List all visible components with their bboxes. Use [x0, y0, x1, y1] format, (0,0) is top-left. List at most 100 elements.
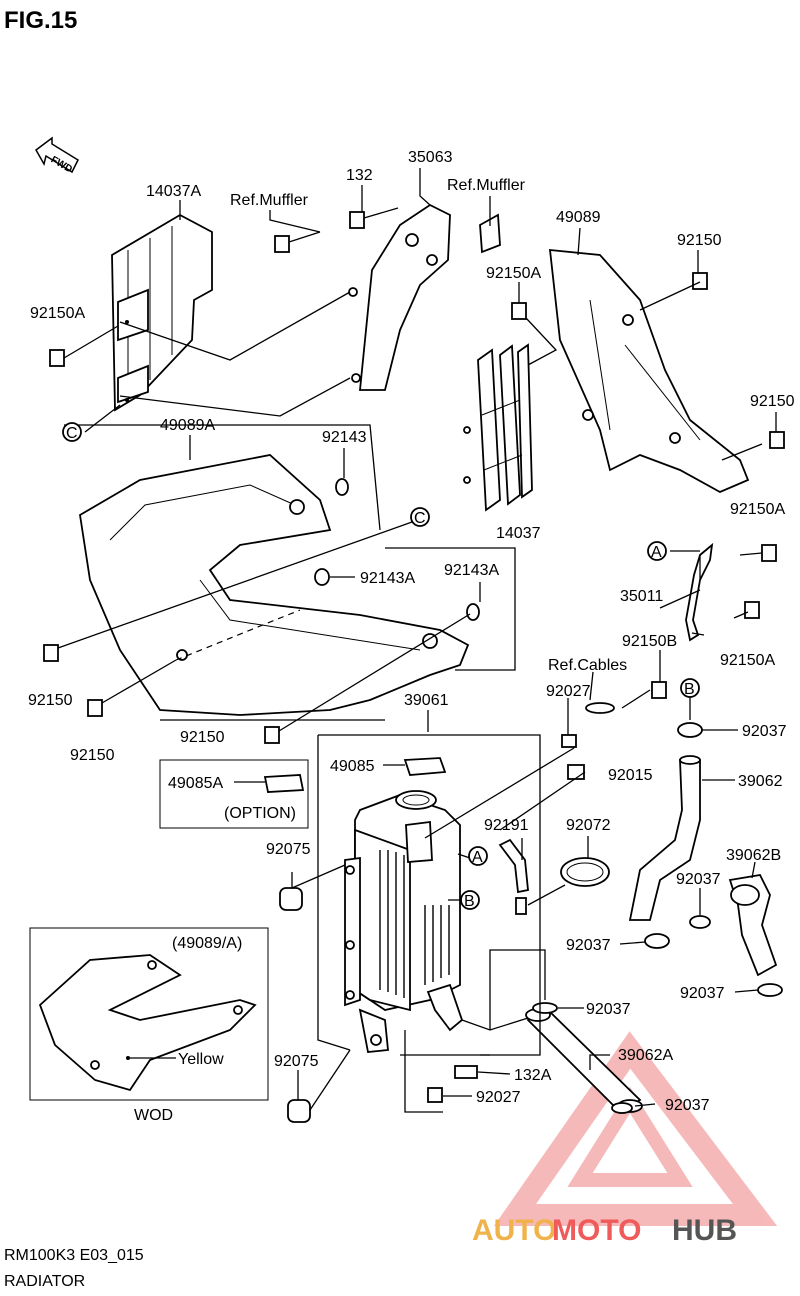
bolt-92150a-mid: [511, 302, 527, 320]
bolt-92150-right: [769, 431, 785, 449]
clamp-92037-a: [677, 722, 703, 738]
washer-92143a-b: [466, 603, 480, 621]
radiator-39061: [344, 790, 464, 1053]
label-92143a-1: 92143A: [360, 570, 415, 587]
bracket-35063: [348, 203, 501, 391]
watermark-auto: AUTO: [472, 1214, 556, 1247]
label-ref-muffler-2: Ref.Muffler: [447, 177, 526, 194]
label-49085a: 49085A: [168, 775, 223, 792]
watermark-text: AUTO MOTO HUB: [472, 1214, 737, 1247]
label-92075-b: 92075: [274, 1053, 319, 1070]
label-ref-cables: Ref.Cables: [548, 657, 627, 674]
marker-a-1: A: [647, 541, 667, 561]
svg-text:A: A: [651, 544, 662, 561]
label-49089a: 49089A: [160, 417, 215, 434]
option-box: [159, 759, 309, 829]
svg-text:B: B: [464, 893, 475, 910]
label-92150a-lower: 92150A: [720, 652, 775, 669]
watermark-hub: HUB: [672, 1214, 737, 1247]
bolt-92150b: [651, 681, 667, 699]
footer-code: RM100K3 E03_015: [4, 1247, 144, 1264]
label-92037-a: 92037: [742, 723, 787, 740]
bolt-132: [349, 207, 399, 229]
grommet-92075-b: [287, 1099, 311, 1123]
label-39062b: 39062B: [726, 847, 781, 864]
washer-92143a-a: [314, 568, 330, 586]
footer-name: RADIATOR: [4, 1273, 85, 1290]
clamp-92037-c: [644, 933, 670, 949]
figure-title: FIG.15: [4, 7, 77, 34]
washer-92143: [335, 478, 349, 496]
label-92143a-2: 92143A: [444, 562, 499, 579]
clamp-92037-f: [611, 1102, 633, 1114]
label-92150a-left: 92150A: [30, 305, 85, 322]
label-92150a-right: 92150A: [730, 501, 785, 518]
label-92150-l1: 92150: [28, 692, 73, 709]
watermark-logo: [493, 1031, 778, 1226]
collar-92027-b: [427, 1087, 443, 1103]
label-92037-b: 92037: [676, 871, 721, 888]
label-39061: 39061: [404, 692, 449, 709]
label-92037-e: 92037: [586, 1001, 631, 1018]
label-yellow: Yellow: [178, 1051, 224, 1068]
wod-shroud: [38, 954, 257, 1092]
label-14037a: 14037A: [146, 183, 201, 200]
label-92150-right: 92150: [750, 393, 795, 410]
hose-39062: [628, 755, 701, 921]
label-39062: 39062: [738, 773, 783, 790]
bolt-92150-l2: [87, 699, 103, 717]
label-92150-l2: 92150: [70, 747, 115, 764]
label-35063: 35063: [408, 149, 453, 166]
shroud-49089: [548, 248, 750, 494]
label-92143: 92143: [322, 429, 367, 446]
fwd-arrow-icon: FWD: [35, 136, 79, 175]
marker-c-1: C: [62, 422, 82, 442]
bolt-ref-muffler: [274, 231, 321, 253]
clamp-92037-e: [532, 1002, 558, 1014]
label-92191: 92191: [484, 817, 529, 834]
label-92027-a: 92027: [546, 683, 591, 700]
label-92150b: 92150B: [622, 633, 677, 650]
grommet-92075-a: [279, 887, 303, 911]
label-option: (OPTION): [224, 805, 296, 822]
wod-box: [29, 927, 269, 1101]
part-labels: 14037A Ref.Muffler 132 35063 Ref.Muffler…: [28, 149, 795, 1124]
label-wod-part: (49089/A): [172, 935, 242, 952]
clamp-92037-d: [757, 983, 783, 997]
label-35011: 35011: [620, 588, 663, 605]
bolt-132a: [454, 1065, 478, 1079]
label-39062a: 39062A: [618, 1047, 673, 1064]
marker-c-2: C: [410, 507, 430, 527]
grommet-49085: [403, 757, 447, 776]
bolt-92150a-right: [761, 544, 777, 562]
bolt-92150-l1: [43, 644, 59, 662]
shroud-49089a: [79, 454, 470, 716]
label-92075-a: 92075: [266, 841, 311, 858]
label-132: 132: [346, 167, 373, 184]
leader-lines: [57, 168, 777, 1113]
clamp-92072: [560, 857, 610, 887]
marker-a-2: A: [468, 846, 488, 866]
marker-b-1: B: [680, 678, 700, 698]
label-92072: 92072: [566, 817, 611, 834]
bolt-92150-top-right: [692, 272, 708, 290]
radiator-guard-14037: [463, 343, 533, 512]
label-92015: 92015: [608, 767, 653, 784]
clamp-92037-b: [689, 915, 711, 929]
label-92150a-mid: 92150A: [486, 265, 541, 282]
bolt-92150a-lower: [744, 601, 760, 619]
grommet-49085a: [263, 774, 305, 793]
label-49089: 49089: [556, 209, 601, 226]
label-92027-b: 92027: [476, 1089, 521, 1106]
label-132a: 132A: [514, 1067, 552, 1084]
label-92150-top-right: 92150: [677, 232, 722, 249]
clip-ref-cables: [585, 702, 615, 714]
label-92150-mid: 92150: [180, 729, 225, 746]
clip-92015: [567, 764, 585, 780]
label-92037-f: 92037: [665, 1097, 710, 1114]
svg-text:C: C: [414, 510, 426, 527]
label-ref-muffler-1: Ref.Muffler: [230, 192, 309, 209]
svg-text:C: C: [66, 425, 78, 442]
svg-text:A: A: [472, 849, 483, 866]
